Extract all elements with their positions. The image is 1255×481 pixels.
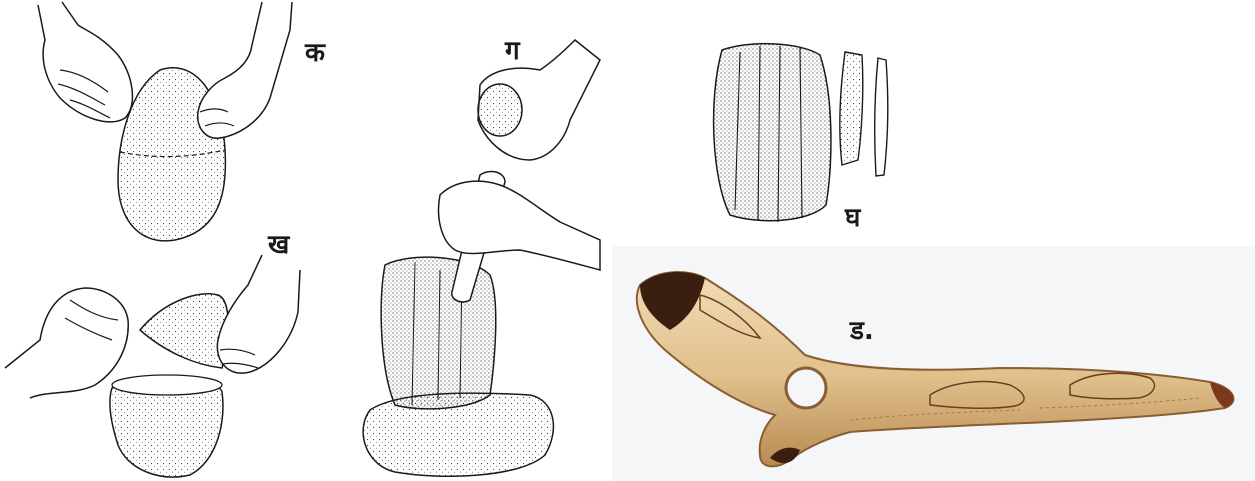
prismatic-core xyxy=(714,44,831,221)
right-hand-2 xyxy=(217,255,300,373)
panel-gha-drawing xyxy=(714,44,888,222)
label-gha: घ xyxy=(845,205,860,231)
perforation-hole xyxy=(786,368,826,408)
blade-flake-1 xyxy=(840,52,863,165)
right-hand xyxy=(198,2,292,138)
label-kha: ख xyxy=(268,232,289,258)
panel-kha-drawing xyxy=(5,255,300,477)
hammer-stone xyxy=(478,84,522,136)
label-ga: ग xyxy=(505,38,520,64)
blade-flake-2 xyxy=(875,58,888,176)
label-nga: ड. xyxy=(850,318,874,344)
panel-nga-artifact xyxy=(612,246,1255,481)
split-core-top xyxy=(140,294,228,368)
panel-ka-drawing xyxy=(38,2,292,241)
left-hand xyxy=(38,2,132,122)
panel-ga-drawing xyxy=(363,40,600,476)
label-ka: क xyxy=(305,40,325,66)
left-hand-2 xyxy=(5,288,128,398)
